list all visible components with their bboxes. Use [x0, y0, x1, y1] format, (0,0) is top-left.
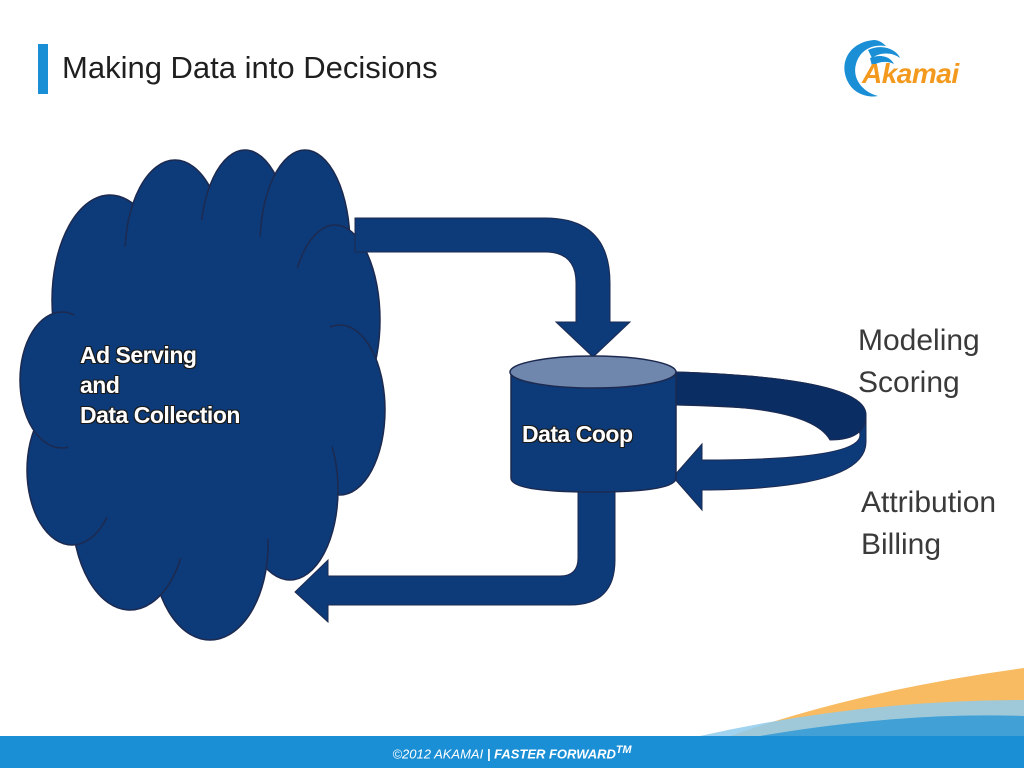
title-accent-bar [38, 44, 48, 94]
output-line: Scoring [858, 366, 960, 399]
cloud-label-line: Data Collection [80, 402, 240, 428]
arrow-to-cloud [294, 489, 616, 624]
output-line: Billing [861, 528, 942, 561]
akamai-wave-icon [844, 40, 900, 97]
akamai-logo [844, 40, 900, 97]
footer-trademark: TM [615, 744, 632, 756]
footer-wave-decoration [700, 668, 1024, 736]
footer-text: ©2012 AKAMAI | FASTER FORWARDTM [0, 744, 1024, 761]
data-coop-label: Data Coop [522, 421, 633, 447]
cloud-label: Ad Serving and Data Collection [80, 340, 240, 430]
cloud-shape [19, 149, 386, 641]
cloud-label-line: Ad Serving [80, 342, 197, 368]
footer-copyright: ©2012 AKAMAI [392, 746, 484, 762]
slide-title: Making Data into Decisions [62, 50, 438, 85]
attribution-billing-label: Attribution Billing [861, 482, 996, 566]
footer-bar [0, 736, 1024, 768]
cloud-label-line: and [80, 372, 120, 398]
modeling-scoring-label: Modeling Scoring [858, 320, 980, 404]
footer-separator: | [486, 746, 491, 762]
arrow-loop [672, 371, 867, 512]
output-line: Modeling [858, 324, 980, 357]
footer-tagline: FASTER FORWARD [494, 746, 616, 762]
data-coop-cylinder [509, 355, 677, 493]
arrow-to-data-coop [354, 217, 632, 358]
output-line: Attribution [861, 486, 997, 519]
akamai-logo-text: Akamai [862, 58, 959, 89]
